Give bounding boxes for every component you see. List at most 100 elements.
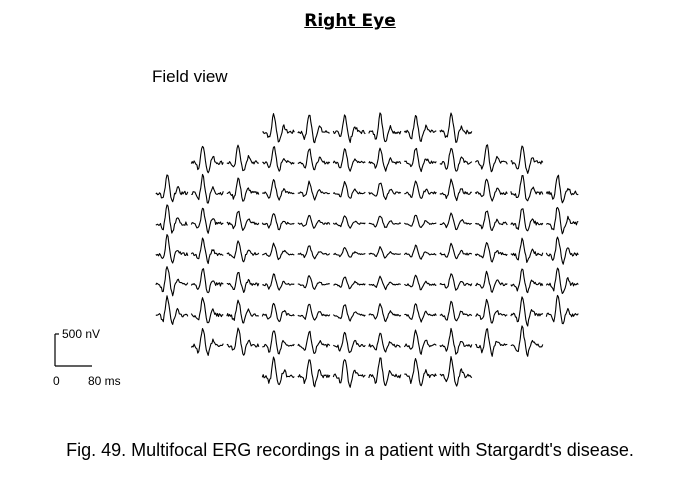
erg-trace <box>190 237 224 265</box>
erg-trace <box>404 147 437 173</box>
erg-trace <box>261 213 295 231</box>
erg-trace <box>332 359 366 388</box>
erg-trace <box>545 174 579 204</box>
erg-trace <box>191 173 224 204</box>
erg-trace <box>332 148 366 172</box>
erg-trace <box>439 147 473 172</box>
erg-trace <box>368 182 402 201</box>
erg-trace <box>545 267 579 295</box>
erg-trace <box>368 147 402 172</box>
erg-trace <box>510 296 544 327</box>
erg-trace <box>510 268 544 294</box>
erg-trace <box>333 276 366 290</box>
erg-trace <box>404 303 437 323</box>
erg-trace <box>368 303 402 323</box>
erg-trace <box>226 271 260 294</box>
erg-trace <box>368 275 401 291</box>
erg-trace <box>439 273 473 291</box>
erg-trace <box>545 294 579 325</box>
erg-trace <box>475 328 508 357</box>
erg-trace <box>155 295 189 325</box>
erg-trace <box>368 332 401 353</box>
erg-trace <box>368 357 402 387</box>
erg-trace <box>439 300 473 322</box>
erg-trace <box>474 144 508 173</box>
erg-trace <box>155 204 188 234</box>
erg-trace <box>332 304 366 322</box>
erg-trace <box>262 273 295 291</box>
erg-trace <box>297 245 331 260</box>
erg-trace <box>262 146 295 172</box>
erg-trace <box>510 145 544 174</box>
field-view-label: Field view <box>152 67 228 86</box>
erg-trace <box>545 206 579 235</box>
erg-trace <box>510 325 544 357</box>
amplitude-label: 500 nV <box>62 327 100 341</box>
erg-trace <box>403 214 437 228</box>
erg-trace <box>474 178 508 202</box>
erg-trace <box>475 270 508 293</box>
erg-trace <box>155 174 189 203</box>
erg-trace <box>297 359 331 388</box>
figure-caption: Fig. 49. Multifocal ERG recordings in a … <box>66 440 634 460</box>
erg-trace <box>226 299 260 324</box>
erg-trace <box>510 237 544 263</box>
erg-trace <box>155 234 189 264</box>
erg-trace <box>475 298 508 324</box>
erg-trace <box>439 242 473 260</box>
erg-trace <box>190 207 224 234</box>
erg-trace <box>297 214 331 229</box>
erg-trace <box>332 215 366 229</box>
erg-trace <box>474 242 508 263</box>
erg-trace <box>297 330 331 354</box>
erg-trace <box>368 112 402 143</box>
erg-trace <box>404 180 437 199</box>
erg-trace <box>155 266 189 297</box>
erg-trace <box>403 114 437 142</box>
time-start-label: 0 <box>53 374 60 388</box>
erg-trace <box>226 327 260 356</box>
erg-trace <box>333 247 366 258</box>
erg-trace <box>226 177 260 202</box>
time-end-label: 80 ms <box>88 374 121 388</box>
erg-trace <box>262 330 295 355</box>
erg-trace <box>297 114 330 144</box>
erg-trace <box>439 178 472 202</box>
erg-trace <box>475 210 508 231</box>
trace-group <box>155 112 579 388</box>
erg-trace <box>261 302 295 323</box>
erg-trace <box>545 236 579 265</box>
scale-bar: 500 nV 0 80 ms <box>53 327 121 388</box>
erg-trace <box>190 145 224 174</box>
erg-trace <box>226 210 260 231</box>
erg-trace <box>297 275 330 290</box>
erg-trace <box>190 327 224 356</box>
erg-trace <box>332 114 366 144</box>
erg-trace <box>226 144 259 172</box>
erg-trace <box>439 112 473 143</box>
erg-trace <box>404 357 437 387</box>
erg-trace <box>510 175 544 202</box>
erg-trace <box>261 179 295 201</box>
erg-trace <box>403 329 437 355</box>
erg-trace <box>297 303 331 321</box>
erg-trace <box>190 297 224 324</box>
erg-trace <box>190 268 224 294</box>
erg-trace <box>439 356 473 387</box>
erg-trace <box>439 212 472 231</box>
erg-trace <box>439 327 473 355</box>
erg-trace <box>332 180 366 199</box>
erg-trace <box>261 356 295 386</box>
figure-heading: Right Eye <box>304 11 396 31</box>
erg-trace <box>297 148 331 171</box>
erg-trace <box>332 331 366 354</box>
erg-trace <box>368 246 402 259</box>
erg-trace <box>262 242 295 261</box>
erg-trace <box>262 113 295 143</box>
erg-trace <box>368 215 402 229</box>
erg-trace <box>510 208 544 232</box>
erg-trace <box>403 244 437 260</box>
erg-trace <box>297 180 330 201</box>
erg-trace <box>404 274 437 291</box>
